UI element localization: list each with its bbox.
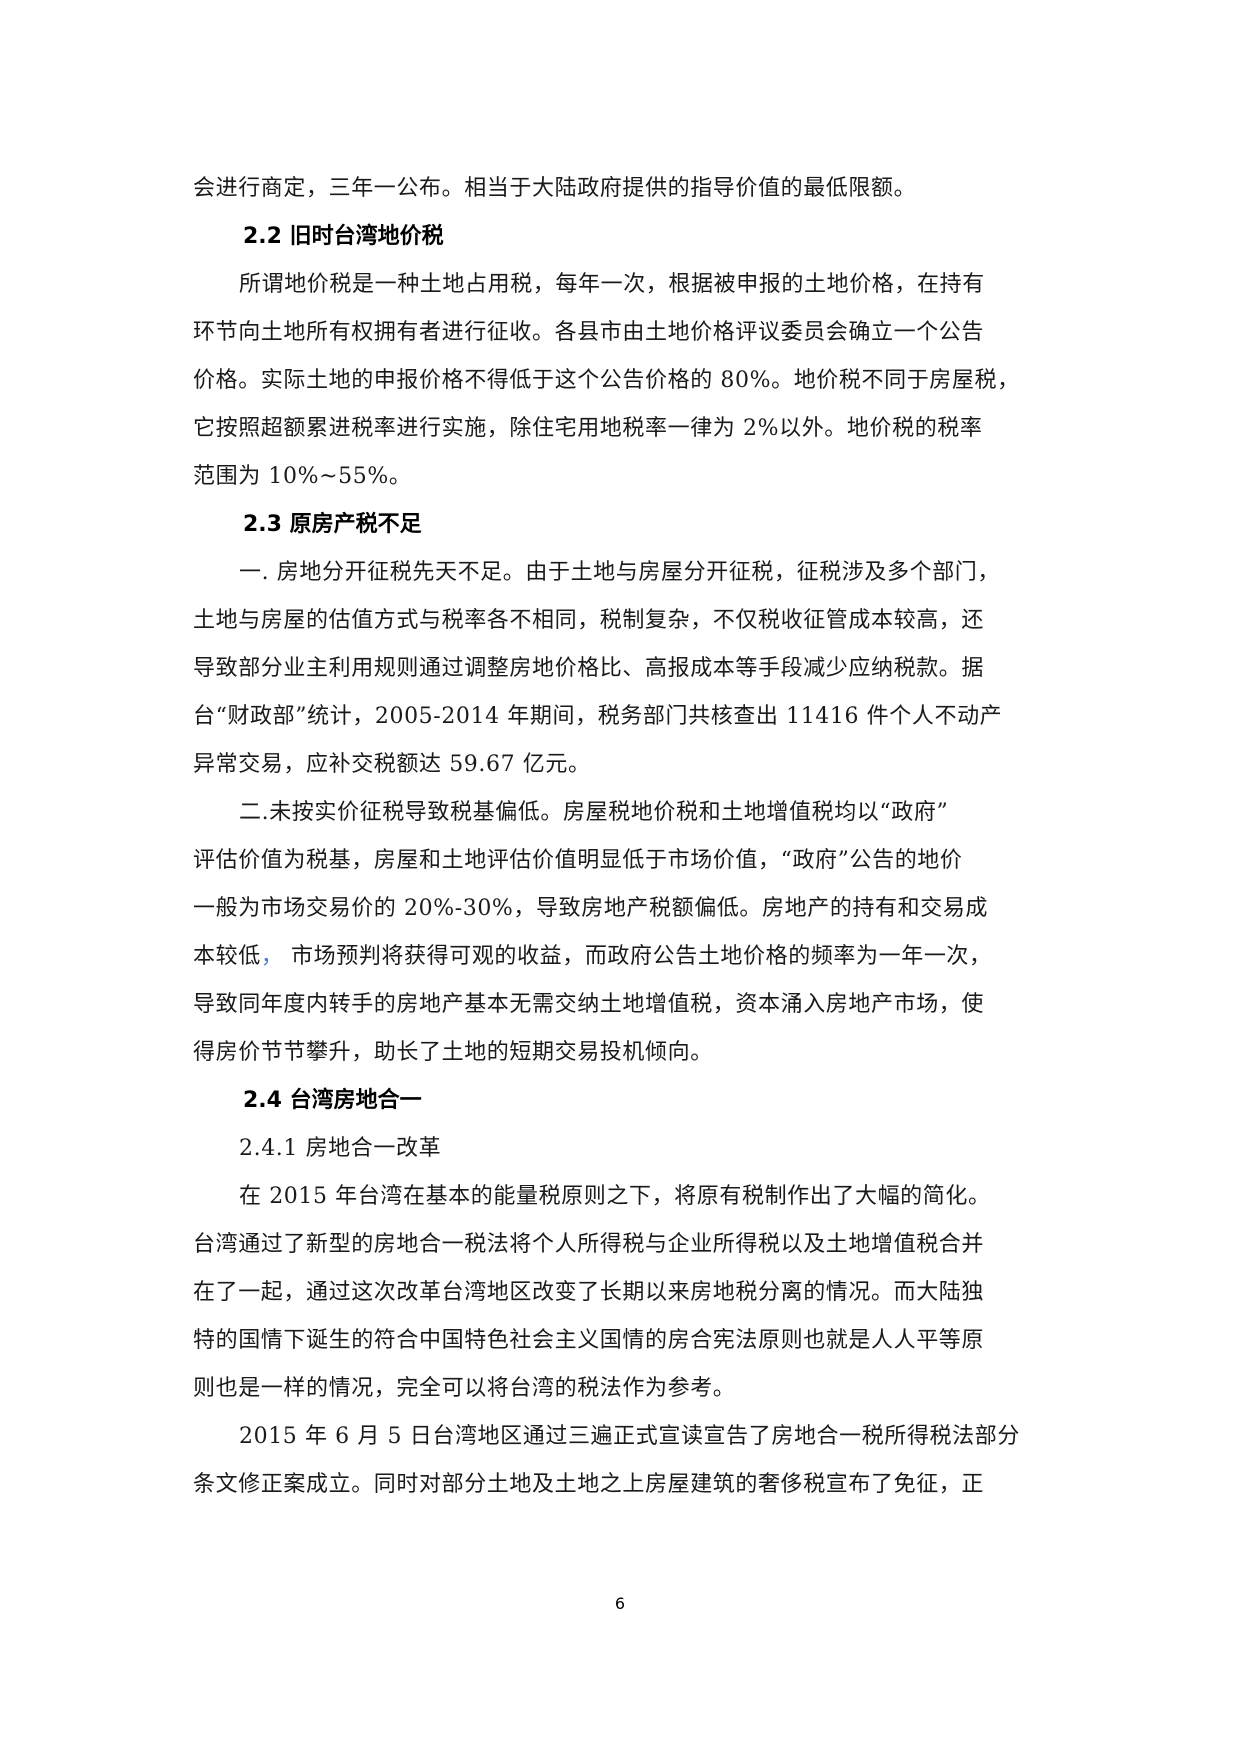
paragraph-line: 导致同年度内转手的房地产基本无需交纳土地增值税，资本涌入房地产市场，使 bbox=[193, 992, 985, 1017]
paragraph-line: 会进行商定，三年一公布。相当于大陆政府提供的指导价值的最低限额。 bbox=[193, 176, 917, 201]
paragraph-line: 在 2015 年台湾在基本的能量税原则之下，将原有税制作出了大幅的简化。 bbox=[239, 1184, 991, 1209]
page-number: 6 bbox=[614, 1594, 626, 1613]
paragraph-line: 特的国情下诞生的符合中国特色社会主义国情的房合宪法原则也就是人人平等原 bbox=[193, 1328, 985, 1353]
paragraph-line: 一般为市场交易价的 20%-30%，导致房地产税额偏低。房地产的持有和交易成 bbox=[193, 896, 989, 921]
paragraph-line: 范围为 10%~55%。 bbox=[193, 464, 412, 489]
paragraph-line: 则也是一样的情况，完全可以将台湾的税法作为参考。 bbox=[193, 1376, 736, 1401]
paragraph-line: 导致部分业主利用规则通过调整房地价格比、高报成本等手段减少应纳税款。据 bbox=[193, 656, 985, 681]
paragraph-line: 环节向土地所有权拥有者进行征收。各县市由土地价格评议委员会确立一个公告 bbox=[193, 320, 985, 345]
paragraph-line: 一. 房地分开征税先天不足。由于土地与房屋分开征税，征税涉及多个部门， bbox=[239, 560, 1000, 585]
highlighted-comma: ， bbox=[260, 944, 284, 969]
paragraph-line: 二.未按实价征税导致税基偏低。房屋税地价税和土地增值税均以“政府” bbox=[239, 800, 949, 825]
paragraph-line: 本较低， 市场预判将获得可观的收益，而政府公告土地价格的频率为一年一次， bbox=[193, 933, 1073, 981]
page-body: 会进行商定，三年一公布。相当于大陆政府提供的指导价值的最低限额。 2.2 旧时台… bbox=[193, 165, 1073, 1509]
paragraph-line: 异常交易，应补交税额达 59.67 亿元。 bbox=[193, 752, 591, 777]
paragraph-line: 台湾通过了新型的房地合一税法将个人所得税与企业所得税以及土地增值税合并 bbox=[193, 1232, 985, 1257]
paragraph-line: 价格。实际土地的申报价格不得低于这个公告价格的 80%。地价税不同于房屋税， bbox=[193, 368, 1020, 393]
section-heading-2-2: 2.2 旧时台湾地价税 bbox=[243, 224, 444, 249]
text-segment: 本较低 bbox=[193, 944, 261, 969]
paragraph-line: 所谓地价税是一种土地占用税，每年一次，根据被申报的土地价格，在持有 bbox=[239, 272, 985, 297]
paragraph-line: 它按照超额累进税率进行实施，除住宅用地税率一律为 2%以外。地价税的税率 bbox=[193, 416, 983, 441]
subsection-heading-2-4-1: 2.4.1 房地合一改革 bbox=[239, 1136, 442, 1161]
paragraph-line: 得房价节节攀升，助长了土地的短期交易投机倾向。 bbox=[193, 1040, 713, 1065]
text-segment: 市场预判将获得可观的收益，而政府公告土地价格的频率为一年一次， bbox=[283, 944, 992, 969]
paragraph-line: 条文修正案成立。同时对部分土地及土地之上房屋建筑的奢侈税宣布了免征，正 bbox=[193, 1472, 985, 1497]
paragraph-line: 评估价值为税基，房屋和土地评估价值明显低于市场价值，“政府”公告的地价 bbox=[193, 848, 963, 873]
section-heading-2-3: 2.3 原房产税不足 bbox=[243, 512, 422, 537]
paragraph-line: 在了一起，通过这次改革台湾地区改变了长期以来房地税分离的情况。而大陆独 bbox=[193, 1280, 985, 1305]
paragraph-line: 台“财政部”统计，2005-2014 年期间，税务部门共核查出 11416 件个… bbox=[193, 704, 1003, 729]
paragraph-line: 土地与房屋的估值方式与税率各不相同，税制复杂，不仅税收征管成本较高，还 bbox=[193, 608, 985, 633]
section-heading-2-4: 2.4 台湾房地合一 bbox=[243, 1088, 422, 1113]
paragraph-line: 2015 年 6 月 5 日台湾地区通过三遍正式宣读宣告了房地合一税所得税法部分 bbox=[239, 1424, 1020, 1449]
